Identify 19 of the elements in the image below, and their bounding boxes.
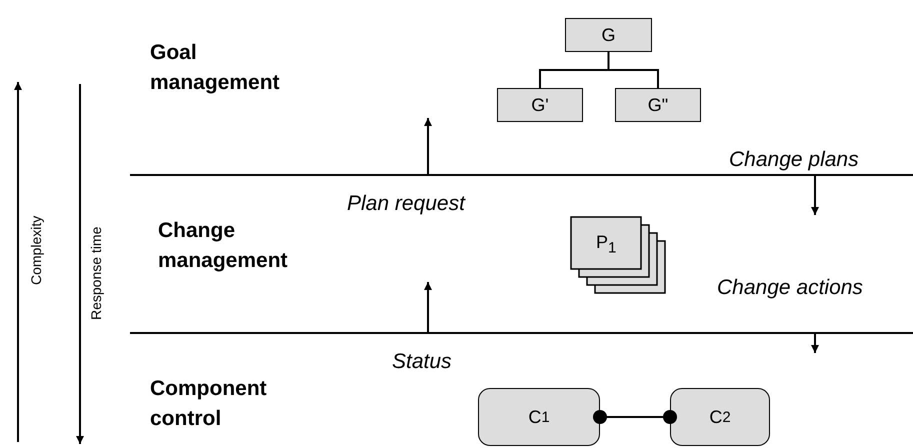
arrow	[424, 118, 432, 176]
goal-box: G"	[615, 88, 701, 122]
arrow	[811, 176, 819, 215]
tree-line	[608, 52, 659, 88]
edge-label: Change actions	[715, 276, 865, 300]
layer-heading: Component control	[150, 376, 268, 432]
axis-label: Complexity	[28, 216, 44, 285]
layer-heading: Goal management	[150, 40, 281, 96]
arrow	[811, 334, 819, 353]
edge-label: Plan request	[345, 192, 467, 216]
axis-label: Response time	[88, 226, 104, 320]
goal-box: G	[565, 18, 652, 52]
connector-line	[593, 410, 677, 424]
edge-label: Change plans	[727, 148, 861, 172]
plan-stack	[570, 216, 666, 296]
layer-heading: Change management	[158, 218, 289, 274]
plan-label: P$_{1}$	[596, 232, 616, 257]
goal-box: G'	[497, 88, 583, 122]
arrow	[424, 282, 432, 334]
